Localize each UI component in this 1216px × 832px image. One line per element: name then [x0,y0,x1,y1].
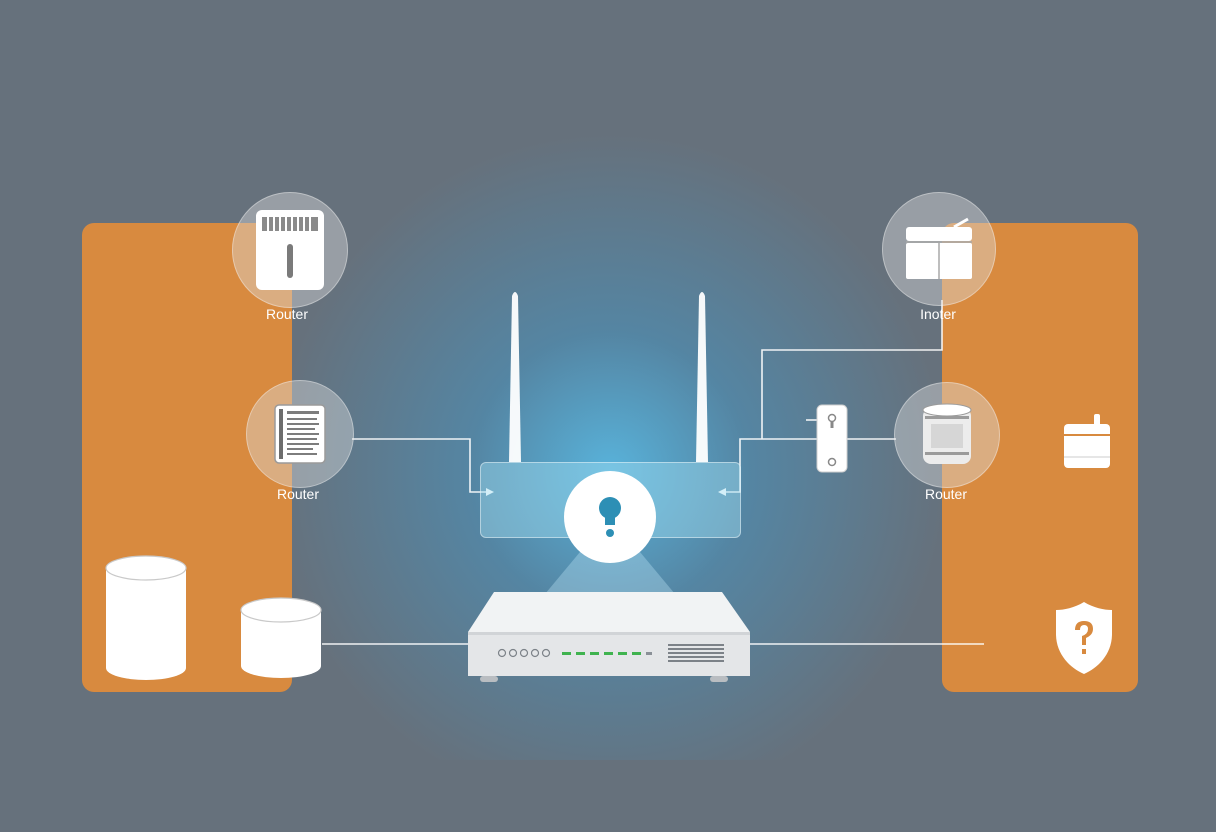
node-right-mid[interactable] [894,382,1000,488]
node-right-top[interactable] [882,192,996,306]
cabinet-icon [906,217,972,279]
wire-right-top [761,300,943,439]
label-left-mid: Router [276,486,320,502]
air-purifier-icon [256,210,324,290]
antenna-left [509,292,521,462]
document-icon [274,404,326,464]
keyhole-lock-icon [599,497,621,537]
label-right-mid: Router [924,486,968,502]
database-cylinder-large-icon [105,555,187,680]
label-left-top: Router [265,306,309,322]
label-right-top: Inoter [920,306,956,322]
wire-right-mid [724,438,896,493]
cylinder-device-icon [922,403,972,464]
lock-button[interactable] [564,471,656,563]
arrow-left [486,488,494,496]
smart-plug-icon[interactable] [816,404,848,474]
node-left-mid[interactable] [246,380,354,488]
calendar-icon [1064,414,1110,468]
database-cylinder-small-icon [240,597,322,678]
antenna-right [696,292,708,462]
router-device [468,592,750,682]
light-beam [540,540,680,600]
arrow-right [718,488,726,496]
wire-left-mid [352,438,488,493]
shield-question-icon [1056,602,1112,674]
node-left-top[interactable] [232,192,348,308]
